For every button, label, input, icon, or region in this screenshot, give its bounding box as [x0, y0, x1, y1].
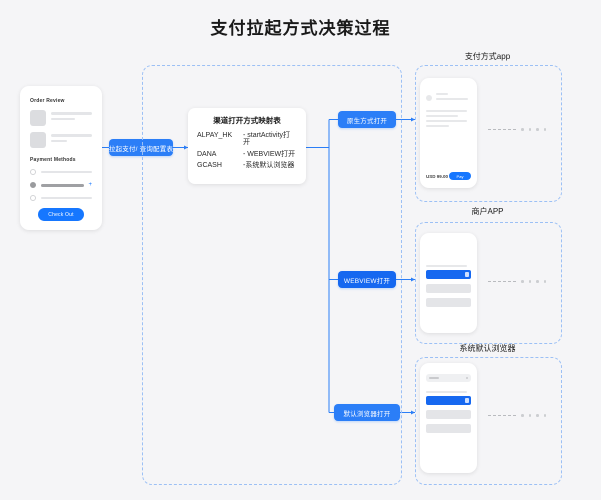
order-amount: USD 99.00	[426, 173, 449, 179]
order-review-heading: Order Review	[30, 98, 65, 104]
decision-group-box	[142, 65, 402, 485]
placeholder-line	[41, 196, 92, 200]
panel-title-merchant-app: 商户APP	[471, 207, 504, 216]
panel-title-system-browser: 系统默认浏览器	[459, 344, 516, 353]
webview-field-label	[426, 258, 471, 262]
primary-action-bar[interactable]	[426, 396, 471, 405]
check-out-button[interactable]: Check Out	[38, 208, 84, 221]
placeholder-line	[51, 117, 75, 120]
ellipsis-dots	[521, 280, 551, 283]
browser-menu-icon[interactable]	[466, 377, 468, 379]
merchant-app-webview-mockup	[420, 233, 477, 333]
panel-title-payment-app: 支付方式app	[464, 52, 511, 61]
ellipsis-dots	[521, 414, 551, 417]
radio-icon[interactable]	[30, 182, 36, 188]
mapping-mode: -系统默认浏览器	[243, 162, 295, 169]
ellipsis-dots	[521, 128, 551, 131]
radio-icon[interactable]	[30, 169, 36, 175]
mapping-mode: - startActivity打开	[243, 132, 291, 146]
mapping-channel: GCASH	[197, 162, 222, 169]
add-icon[interactable]: +	[88, 182, 92, 188]
browser-address-bar[interactable]	[426, 374, 471, 382]
payment-footer: USD 99.00 Pay	[426, 172, 471, 180]
system-browser-mockup	[420, 363, 477, 473]
mapping-row: DANA - WEBVIEW打开	[197, 151, 297, 158]
merchant-header-row	[426, 93, 471, 103]
badge-native-open[interactable]: 原生方式打开	[338, 111, 396, 128]
dashed-connector	[488, 128, 516, 130]
placeholder-line	[41, 170, 92, 174]
flow-continuation-1	[488, 128, 551, 131]
secondary-action-bar[interactable]	[426, 298, 471, 307]
radio-icon[interactable]	[30, 195, 36, 201]
product-thumbnail	[30, 110, 46, 126]
payment-app-phone-mockup: USD 99.00 Pay	[420, 78, 477, 188]
secondary-action-bar[interactable]	[426, 284, 471, 293]
payment-methods-heading: Payment Methods	[30, 157, 76, 163]
placeholder-line	[426, 120, 467, 122]
mapping-table-title: 渠道打开方式映射表	[213, 116, 281, 125]
dashed-connector	[488, 280, 516, 282]
mapping-row: GCASH -系统默认浏览器	[197, 162, 297, 169]
payment-option[interactable]	[30, 169, 92, 175]
mapping-channel: DANA	[197, 150, 217, 158]
payment-option[interactable]	[30, 195, 92, 201]
url-text-placeholder	[429, 377, 439, 379]
placeholder-line	[436, 93, 449, 95]
placeholder-line	[426, 391, 467, 393]
panel-box-payment-app	[415, 65, 562, 202]
placeholder-line	[426, 125, 449, 127]
placeholder-line	[426, 115, 458, 117]
mapping-channel: ALPAY_HK	[197, 132, 233, 139]
placeholder-line	[426, 110, 467, 112]
channel-mapping-card: 渠道打开方式映射表 ALPAY_HK - startActivity打开 DAN…	[188, 108, 306, 184]
placeholder-line	[51, 112, 92, 115]
secondary-action-bar[interactable]	[426, 410, 471, 419]
placeholder-line	[41, 183, 85, 187]
pay-button[interactable]: Pay	[449, 172, 471, 180]
primary-action-bar[interactable]	[426, 270, 471, 279]
page-title: 支付拉起方式决策过程	[210, 19, 391, 38]
checkout-phone-card: Order Review Payment Methods	[20, 86, 102, 230]
placeholder-line	[436, 98, 468, 100]
flow-continuation-2	[488, 280, 551, 283]
payment-option-selected[interactable]: +	[30, 182, 92, 188]
panel-box-merchant-app	[415, 222, 562, 344]
badge-start-payment[interactable]: 拉起支付/ 查询配置表	[109, 139, 173, 156]
placeholder-line	[51, 139, 67, 142]
badge-browser-open[interactable]: 默认浏览器打开	[334, 404, 400, 421]
merchant-avatar-icon	[426, 95, 432, 101]
mapping-row: ALPAY_HK - startActivity打开	[197, 132, 297, 146]
panel-box-system-browser	[415, 357, 562, 485]
badge-webview-open[interactable]: WEBVIEW打开	[338, 271, 396, 288]
order-item-row	[30, 110, 92, 126]
placeholder-line	[51, 134, 92, 137]
flow-continuation-3	[488, 414, 551, 417]
dashed-connector	[488, 414, 516, 416]
placeholder-line	[426, 265, 467, 267]
product-thumbnail	[30, 132, 46, 148]
order-item-row	[30, 132, 92, 148]
mapping-mode: - WEBVIEW打开	[243, 150, 296, 158]
secondary-action-bar[interactable]	[426, 424, 471, 433]
